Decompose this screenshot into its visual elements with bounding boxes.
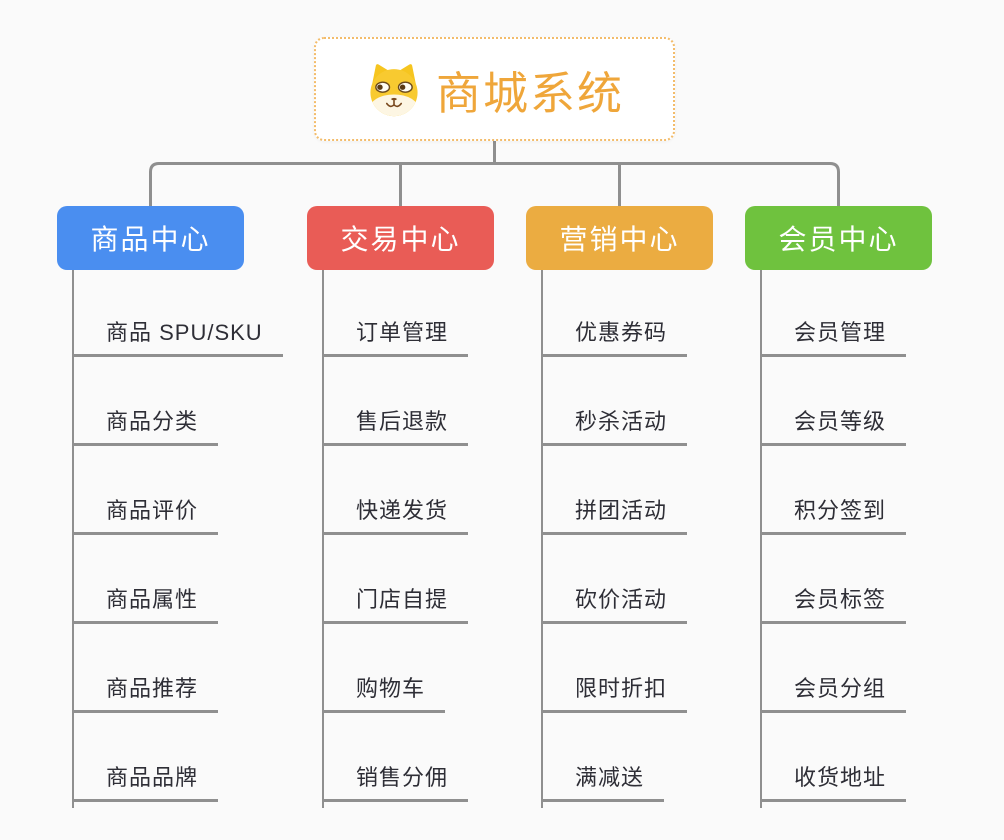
dog-face-icon	[370, 64, 418, 117]
leaf-node-express-delivery[interactable]: 快递发货	[322, 493, 469, 535]
leaf-node-shopping-cart[interactable]: 购物车	[322, 671, 446, 713]
branch-node-trade-center[interactable]: 交易中心	[307, 206, 494, 270]
branch-node-marketing-center[interactable]: 营销中心	[526, 206, 713, 270]
leaf-node-member-level[interactable]: 会员等级	[760, 404, 907, 446]
root-title: 商城系统	[435, 67, 624, 119]
leaf-node-bargain-activity[interactable]: 砍价活动	[541, 582, 688, 624]
branch-connector-line	[72, 270, 74, 808]
leaf-node-product-brand[interactable]: 商品品牌	[72, 760, 219, 802]
branch-node-product-center[interactable]: 商品中心	[57, 206, 244, 270]
leaf-node-shipping-address[interactable]: 收货地址	[760, 760, 907, 802]
leaf-node-member-group[interactable]: 会员分组	[760, 671, 907, 713]
leaf-node-product-spu-sku[interactable]: 商品 SPU/SKU	[72, 315, 283, 357]
branch-node-member-center[interactable]: 会员中心	[745, 206, 932, 270]
leaf-node-sales-commission[interactable]: 销售分佣	[322, 760, 469, 802]
leaf-node-full-reduction[interactable]: 满减送	[541, 760, 665, 802]
leaf-node-product-review[interactable]: 商品评价	[72, 493, 219, 535]
branch-connector-line	[541, 270, 543, 808]
leaf-node-order-management[interactable]: 订单管理	[322, 315, 469, 357]
leaf-node-group-buy[interactable]: 拼团活动	[541, 493, 688, 535]
leaf-node-flash-sale[interactable]: 秒杀活动	[541, 404, 688, 446]
leaf-node-coupon-code[interactable]: 优惠券码	[541, 315, 688, 357]
leaf-node-product-category[interactable]: 商品分类	[72, 404, 219, 446]
branch-connector-line	[760, 270, 762, 808]
leaf-node-product-recommend[interactable]: 商品推荐	[72, 671, 219, 713]
leaf-node-limited-time-discount[interactable]: 限时折扣	[541, 671, 688, 713]
leaf-node-aftersale-refund[interactable]: 售后退款	[322, 404, 469, 446]
branch-label: 会员中心	[778, 224, 899, 255]
branch-label: 商品中心	[90, 224, 211, 255]
leaf-node-member-management[interactable]: 会员管理	[760, 315, 907, 357]
leaf-node-member-tag[interactable]: 会员标签	[760, 582, 907, 624]
leaf-node-product-attribute[interactable]: 商品属性	[72, 582, 219, 624]
leaf-node-store-pickup[interactable]: 门店自提	[322, 582, 469, 624]
branch-label: 交易中心	[340, 224, 461, 255]
root-node-mall-system[interactable]: 商城系统	[314, 37, 675, 141]
branch-connector-line	[322, 270, 324, 808]
leaf-node-points-checkin[interactable]: 积分签到	[760, 493, 907, 535]
branch-label: 营销中心	[559, 224, 680, 255]
